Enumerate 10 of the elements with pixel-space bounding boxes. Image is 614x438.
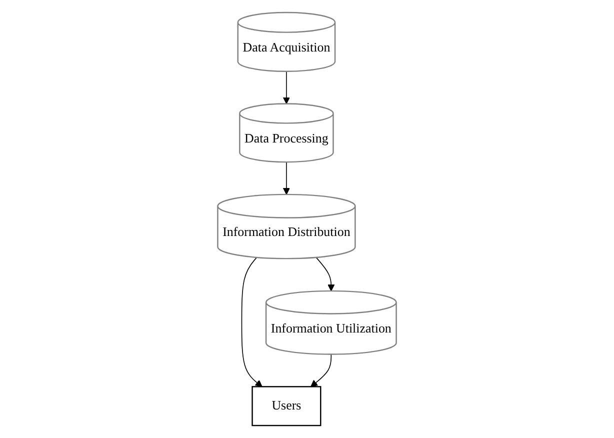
database-cylinder: Information Utilization xyxy=(265,290,397,355)
arrow xyxy=(282,70,290,104)
arrow xyxy=(310,354,332,387)
arrow xyxy=(241,257,262,387)
database-cylinder: Data Acquisition xyxy=(237,12,336,72)
process-box: Users xyxy=(252,386,322,426)
arrow xyxy=(282,162,290,195)
database-cylinder: Information Distribution xyxy=(217,194,356,260)
arrow xyxy=(316,257,335,292)
database-cylinder: Data Processing xyxy=(239,103,334,163)
